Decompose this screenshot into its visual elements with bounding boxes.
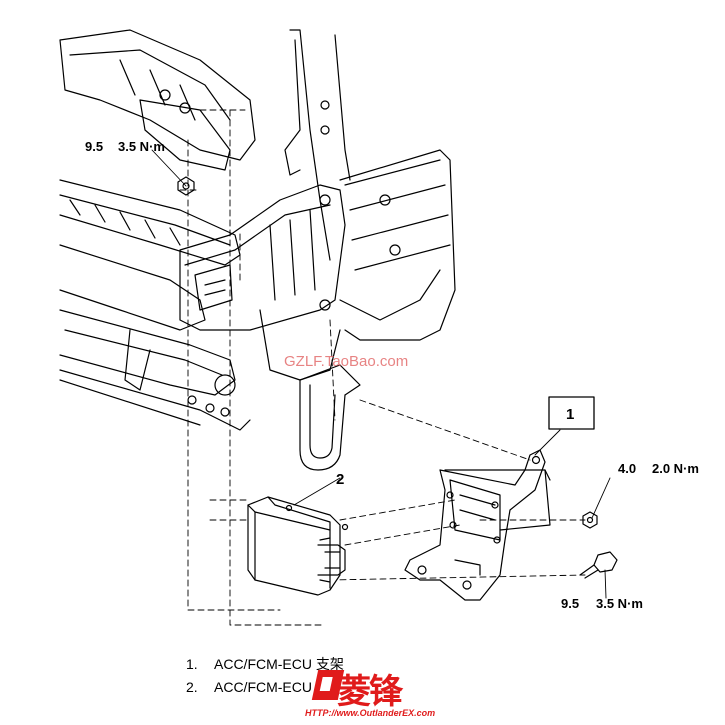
front-body-structure (59, 29, 256, 431)
logo: 菱锋 HTTP://www.OutlanderEX.com (305, 664, 435, 722)
nut-upper-left (177, 176, 195, 196)
bolt-right (579, 551, 618, 579)
legend-number-2: 2. (186, 679, 198, 695)
ecu-bracket (404, 449, 546, 601)
mounting-beam (444, 469, 551, 531)
legend-item-1: 1. ACC/FCM-ECU 支架 (186, 655, 344, 673)
logo-name: 菱锋 (337, 672, 403, 712)
torque-label-right-first: 4.0 (618, 461, 636, 476)
callout-box-1 (548, 396, 595, 430)
torque-label-right-second: 2.0 N·m (652, 461, 699, 476)
torque-label-bottom-right-first: 9.5 (561, 596, 579, 611)
torque-label-top-left-first: 9.5 (85, 139, 103, 154)
legend-number-1: 1. (186, 656, 198, 672)
ecu-unit (247, 496, 349, 596)
logo-url: HTTP://www.OutlanderEX.com (305, 708, 436, 718)
legend-text-2: ACC/FCM-ECU (214, 679, 312, 695)
nut-right (582, 511, 598, 529)
guide-lines (179, 109, 586, 626)
watermark: GZLF.TaoBao.com (284, 353, 408, 370)
legend-text-1: ACC/FCM-ECU 支架 (214, 656, 344, 672)
torque-label-bottom-right-second: 3.5 N·m (596, 596, 643, 611)
torque-label-top-left-second: 3.5 N·m (118, 139, 165, 154)
leader-lines (151, 149, 611, 599)
callout-number-2: 2 (336, 471, 344, 488)
callout-number-1: 1 (566, 406, 574, 423)
side-member (284, 29, 456, 341)
tow-hook (299, 364, 361, 471)
legend-item-2: 2. ACC/FCM-ECU (186, 678, 312, 696)
